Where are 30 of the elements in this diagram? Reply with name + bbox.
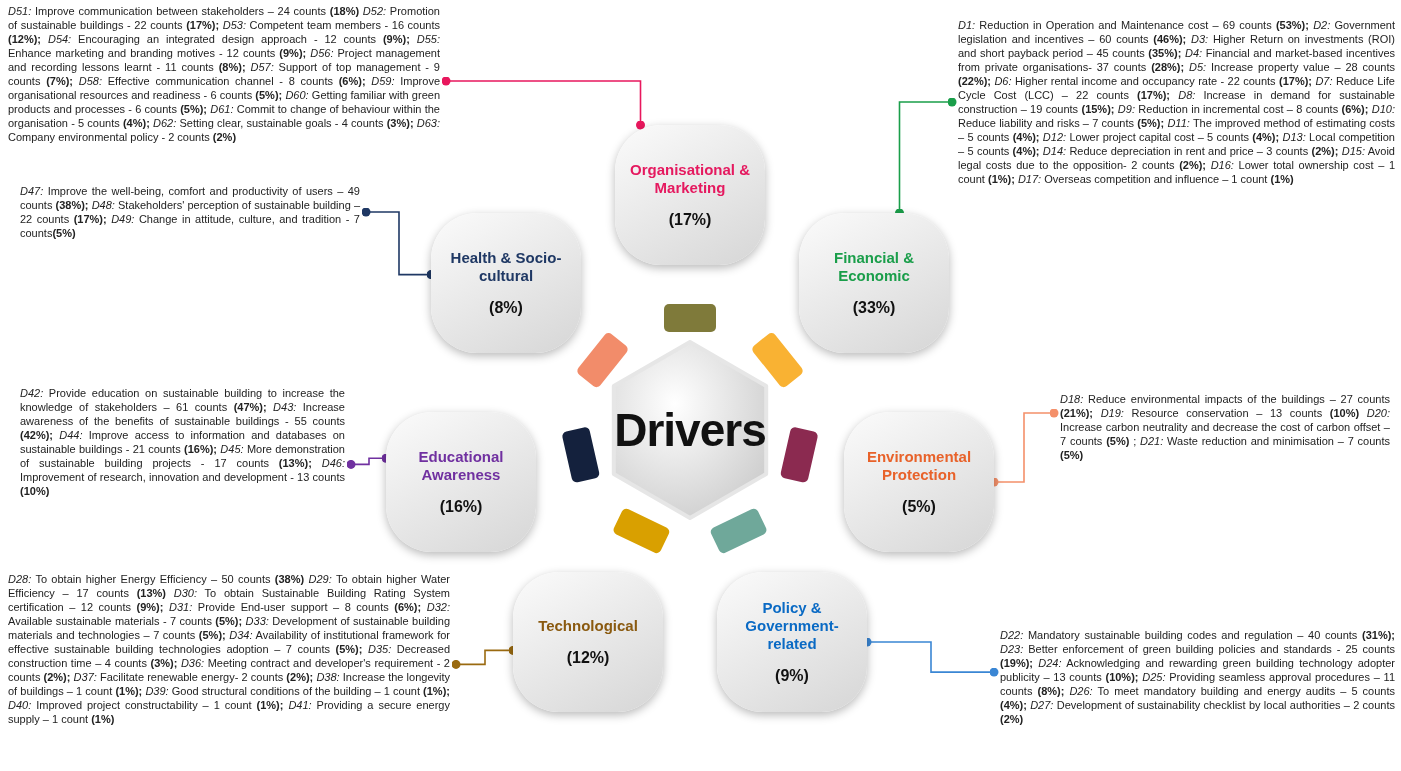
petal-title: Health & Socio-cultural (449, 249, 563, 285)
driver-list-text: D28: To obtain higher Energy Efficiency – 50 counts (38%) D29: To obtain higher Water Efficiency – 17 counts (13%) D30: To obtain Sustainable Building Rating System certification – 12 counts (9%); D31: Provide End-user support – 8 counts (6%); D32: Available sustainable materials - 7 counts (5%); D33: Development of sustainable building materials and technologies – 7 counts (5%); D34: Availability of institutional framework for effective sustainable building technologies adoption – 7 counts (5%); D35: Decreased construction time – 4 counts (3%); D36: Meeting contract and developer's requirement - 2 counts (2%); D37: Facilitate renewable energy- 2 counts (2%); D38: Increase the longevity of buildings – 1 count (1%); D39: Good structural conditions of the building – 1 count (1%); D40: Improved project constructability – 1 count (1%); D41: Providing a secure energy supply – 1 count (1%) (8, 572, 450, 726)
driver-list-text: D18: Reduce environmental impacts of the buildings – 27 counts (21%); D19: Resource conservation – 13 counts (10%) D20: Increase carbon neutrality and decrease the cost of carbon offset – 7 counts (5%) ; D21: Waste reduction and minimisation – 7 counts (5%) (1060, 392, 1390, 462)
petal-shape (799, 213, 949, 353)
petal-shape (615, 125, 765, 265)
percentage-label: (5%) (902, 498, 936, 516)
percentage-label: (17%) (668, 211, 712, 229)
petal-shape (513, 572, 663, 712)
driver-list-text: D42: Provide education on sustainable building to increase the knowledge of stakeholders – 61 counts (47%); D43: Increase awareness of the benefits of sustainable buildings - 55 counts (42%); D44: Improve access to information and databases on sustainable buildings - 21 counts (16%); D45: More demonstration of sustainable building projects - 17 counts (13%); D46: Improvement of research, innovation and development - 13 counts (10%) (20, 386, 345, 498)
driver-list-text: D1: Reduction in Operation and Maintenance cost – 69 counts (53%); D2: Government legislation and incentives – 60 counts (46%); D3: Higher Return on investments (ROI) and short payback period – 45 counts (35%); D4: Financial and market-based incentives from private organisations- 37 counts (28%); D5: Increase property value – 28 counts (22%); D6: Higher rental income and occupancy rate - 22 counts (17%); D7: Reduce Life Cycle Cost (LCC) – 22 counts (17%); D8: Increase in demand for sustainable construction – 19 counts (15%); D9: Reduction in incremental cost – 8 counts (6%); D10: Reduce liability and risks – 7 counts (5%); D11: The improved method of estimating costs – 5 counts (4%); D12: Lower project capital cost – 5 counts (4%); D13: Local competition – 5 counts (4%); D14: Reduce depreciation in rent and price – 3 counts (2%); D15: Avoid legal costs due to the opposition- 2 counts (2%); D16: Lower total ownership cost – 1 count (1%); D17: Overseas competition and influence – 1 count (1%) (958, 18, 1395, 186)
percentage-label: (8%) (489, 299, 523, 317)
petal-title: Technological (537, 617, 639, 635)
petal-title: Environmental Protection (865, 448, 973, 484)
percentage-label: (33%) (852, 299, 896, 317)
percentage-label: (16%) (439, 498, 483, 516)
petal-shape (431, 213, 581, 353)
petal-title: Organisational & Marketing (629, 161, 751, 197)
petal-shape (844, 412, 994, 552)
leader-line (441, 76, 645, 130)
driver-list-text: D22: Mandatory sustainable building codes and regulation – 40 counts (31%); D23: Better enforcement of green building policies and standards - 25 counts (19%); D24: Acknowledging and rewarding green building technology adopter publicity – 13 counts (10%); D25: Providing seamless approval procedures – 11 counts (8%); D26: To meet mandatory building and energy audits – 5 counts (4%); D27: Development of sustainability checklist by local authorities – 2 counts (2%) (1000, 628, 1395, 726)
percentage-label: (12%) (566, 649, 610, 667)
petal-title: Financial & Economic (833, 249, 915, 285)
petal-title: Educational Awareness (417, 448, 505, 484)
percentage-label: (9%) (775, 667, 809, 685)
driver-list-text: D51: Improve communication between stakeholders – 24 counts (18%) D52: Promotion of sustainable buildings - 22 counts (17%); D53: Competent team members - 16 counts (12%); D54: Encouraging an integrated design approach - 12 counts (9%); D55: Enhance marketing and branding motives - 12 counts (9%); D56: Project management and recording lessons learnt - 11 counts (8%); D57: Support of top management - 9 counts (7%); D58: Effective communication channel - 8 counts (6%); D59: Improve organisational resources and readiness - 6 counts (5%); D60: Getting familiar with green products and processes - 6 counts (5%); D61: Commit to change of behaviour within the organisation - 5 counts (4%); D62: Setting clear, sustainable goals - 4 counts (3%); D63: Company environmental policy - 2 counts (2%) (8, 4, 440, 144)
center-title: Drivers (614, 403, 766, 457)
petal-title: Policy & Government-related (744, 599, 840, 653)
petal-shape (717, 572, 867, 712)
petal-shape (386, 412, 536, 552)
driver-list-text: D47: Improve the well-being, comfort and productivity of users – 49 counts (38%); D48: Stakeholders' perception of sustainable building – 22 counts (17%); D49: Change in attitude, culture, and tradition - 7 counts(5%) (20, 184, 360, 240)
